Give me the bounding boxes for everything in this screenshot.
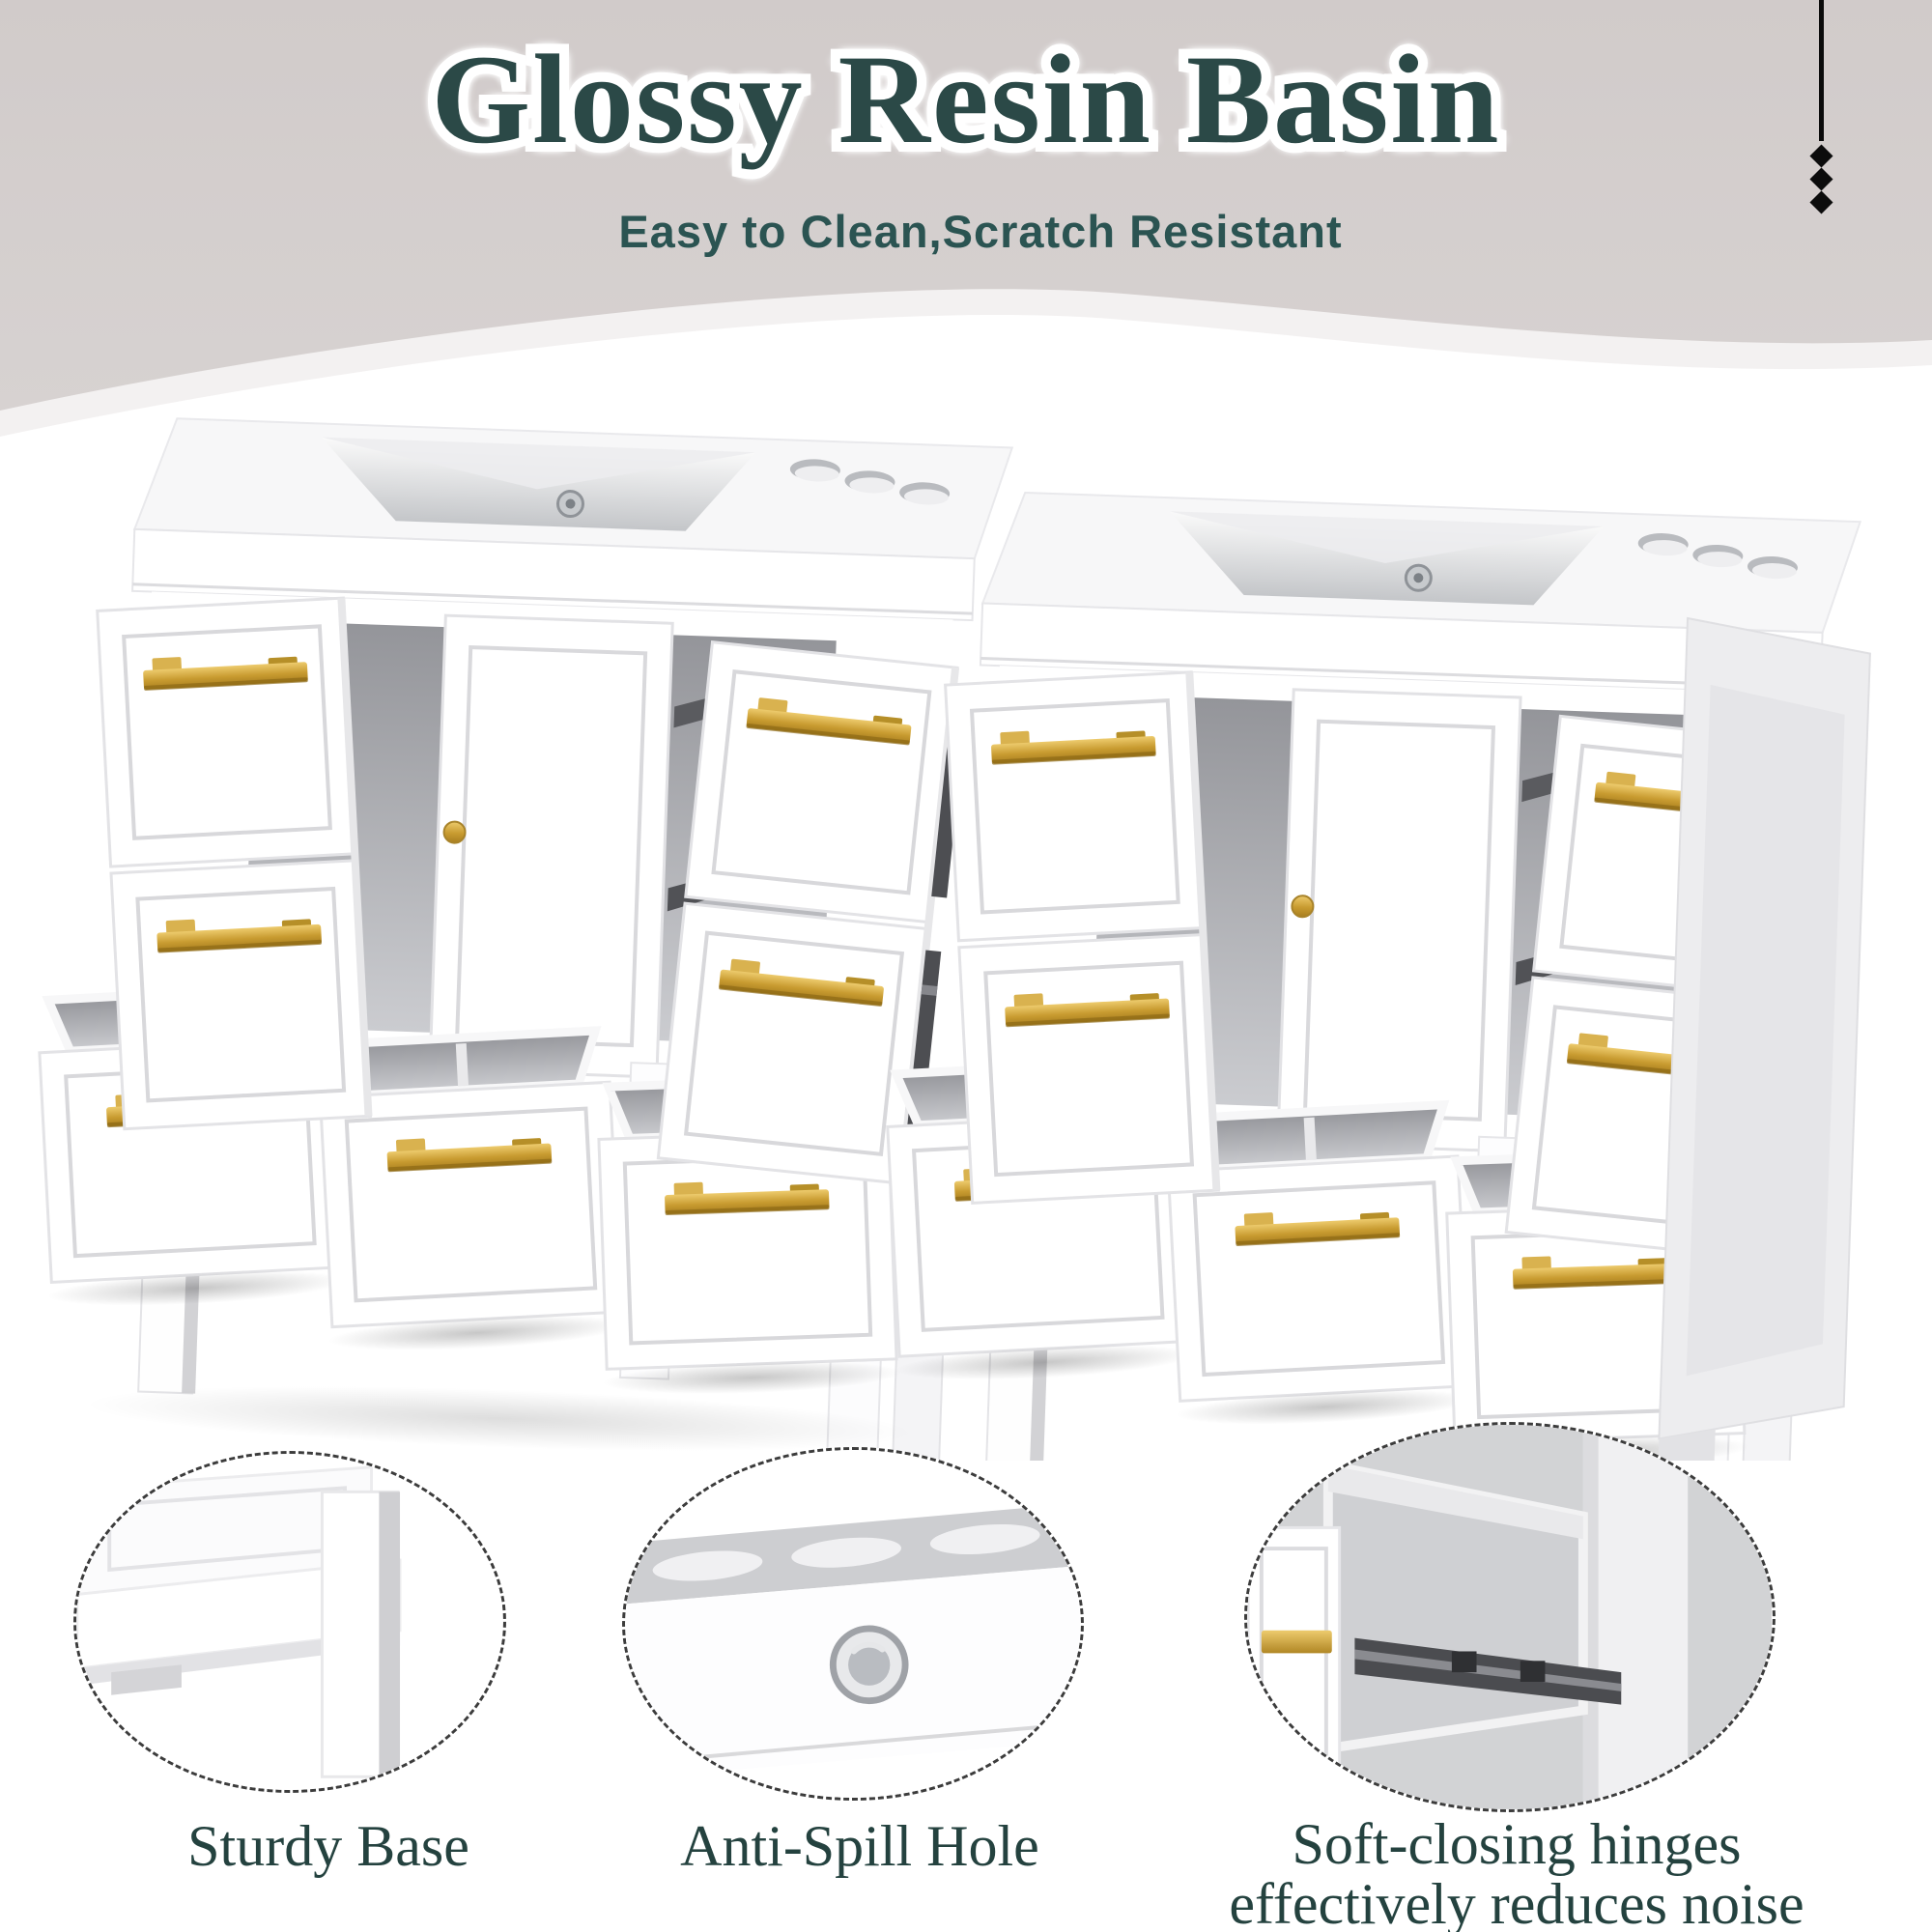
overflow-hole-detail [829, 1625, 909, 1705]
feature-label-soft-closing: Soft-closing hinges effectively reduces … [1183, 1814, 1850, 1932]
page-title: Glossy Resin Basin [431, 28, 1501, 170]
diamond-chain-icon [1799, 0, 1843, 214]
feature-label-text: Sturdy Base [187, 1814, 469, 1878]
feature-label-anti-spill-hole: Anti-Spill Hole [618, 1816, 1101, 1876]
feature-label-line2: effectively reduces noise [1229, 1872, 1804, 1932]
feature-label-text: Anti-Spill Hole [680, 1814, 1039, 1878]
double-vanity [12, 414, 1871, 1461]
feature-label-sturdy-base: Sturdy Base [106, 1816, 551, 1876]
header: Glossy Resin Basin Glossy Resin Basin [0, 19, 1932, 213]
vanity-product-image [0, 340, 1871, 1461]
page-title-outline: Glossy Resin Basin [422, 19, 1509, 179]
header-background-wave [0, 0, 1932, 437]
feature-label-line1: Soft-closing hinges [1292, 1812, 1742, 1876]
callout-anti-spill-hole [622, 1447, 1084, 1801]
callout-soft-closing-slide [1244, 1422, 1776, 1812]
ornament-line [1818, 0, 1824, 141]
cabinet-frame-detail [1582, 1425, 1689, 1809]
wave-main [0, 0, 1932, 411]
vanity-unit-left [14, 414, 1012, 1461]
callout-sturdy-base [73, 1451, 506, 1793]
cabinet-side-panel [1657, 616, 1871, 1461]
page-subtitle: Easy to Clean,Scratch Resistant [618, 206, 1343, 257]
gold-handle-detail [1261, 1630, 1332, 1654]
slide-rail-detail [1354, 1637, 1622, 1705]
